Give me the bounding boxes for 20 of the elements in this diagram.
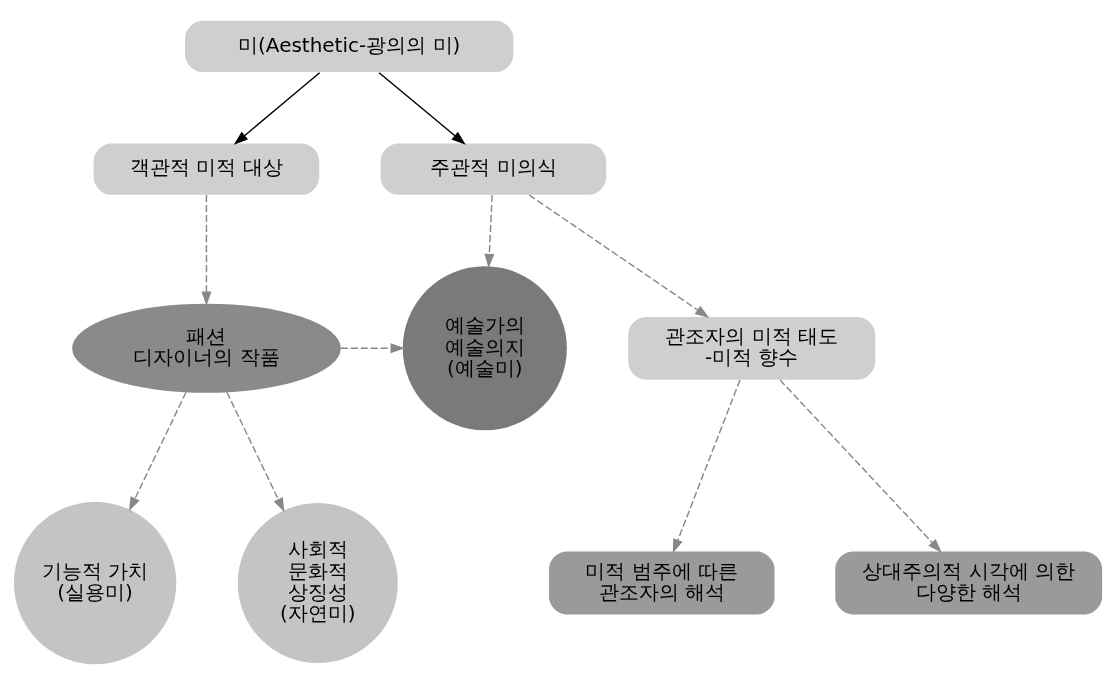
node-circle: 예술가의 예술의지 (예술미) (402, 266, 567, 431)
arrow (128, 391, 187, 512)
arrow (201, 194, 212, 306)
node-circle: 사회적 문화적 상징성 (자연미) (237, 502, 398, 664)
node-ellipse: 패션 디자이너의 작품 (72, 303, 341, 393)
node-circle: 기능적 가치 (실용미) (13, 501, 177, 665)
node-box: 미(Aesthetic-광의의 미) (185, 20, 514, 73)
arrow (779, 379, 942, 553)
node-box: 객관적 미적 대상 (93, 143, 320, 195)
arrow (233, 71, 321, 145)
node-box: 미적 범주에 따른 관조자의 해석 (549, 551, 775, 615)
arrow (340, 343, 405, 354)
arrow (672, 379, 741, 554)
arrow (226, 391, 285, 513)
arrow (528, 194, 710, 318)
node-box: 주관적 미의식 (380, 143, 607, 195)
node-box: 상대주의적 시각에 의한 다양한 해석 (835, 551, 1103, 615)
arrow (484, 194, 495, 269)
node-box: 관조자의 미적 태도 -미적 향수 (628, 316, 876, 380)
arrow (378, 71, 466, 145)
